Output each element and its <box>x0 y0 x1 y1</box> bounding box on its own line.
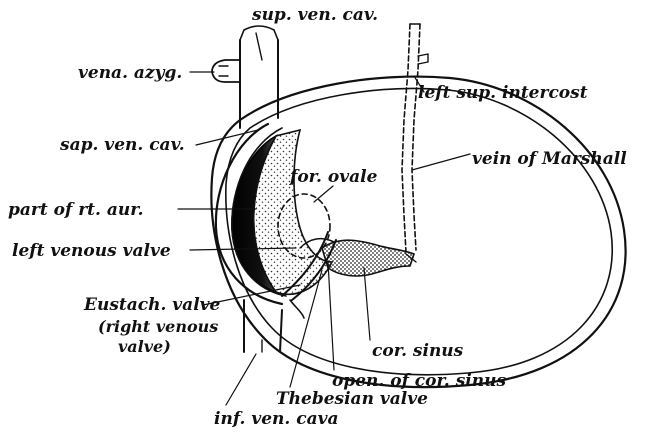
vein-of-marshall <box>402 24 410 252</box>
label-vein-of-marshall: vein of Marshall <box>472 149 627 169</box>
label-part-of-rt-aur: part of rt. aur. <box>8 200 144 220</box>
label-left-venous-valve: left venous valve <box>12 241 171 261</box>
label-cor-sinus: cor. sinus <box>372 341 464 361</box>
label-sup-ven-cav-side: sap. ven. cav. <box>59 135 185 155</box>
label-thebesian-valve: Thebesian valve <box>276 389 428 409</box>
label-right-venous-line1: (right venous <box>98 317 218 336</box>
label-inf-ven-cava: inf. ven. cava <box>214 409 339 429</box>
coronary-sinus <box>322 240 414 276</box>
label-left-sup-intercost: left sup. intercost <box>418 83 588 103</box>
label-right-venous-line2: valve) <box>118 337 171 356</box>
label-for-ovale: for. ovale <box>289 167 378 187</box>
inferior-vena-cava <box>244 300 282 352</box>
label-vena-azyg: vena. azyg. <box>78 63 182 83</box>
label-open-of-cor-sinus: open. of cor. sinus <box>332 371 506 391</box>
label-eustach-valve: Eustach. valve <box>83 295 221 315</box>
vena-azygos <box>212 60 240 82</box>
label-sup-ven-cav-top: sup. ven. cav. <box>251 5 378 25</box>
